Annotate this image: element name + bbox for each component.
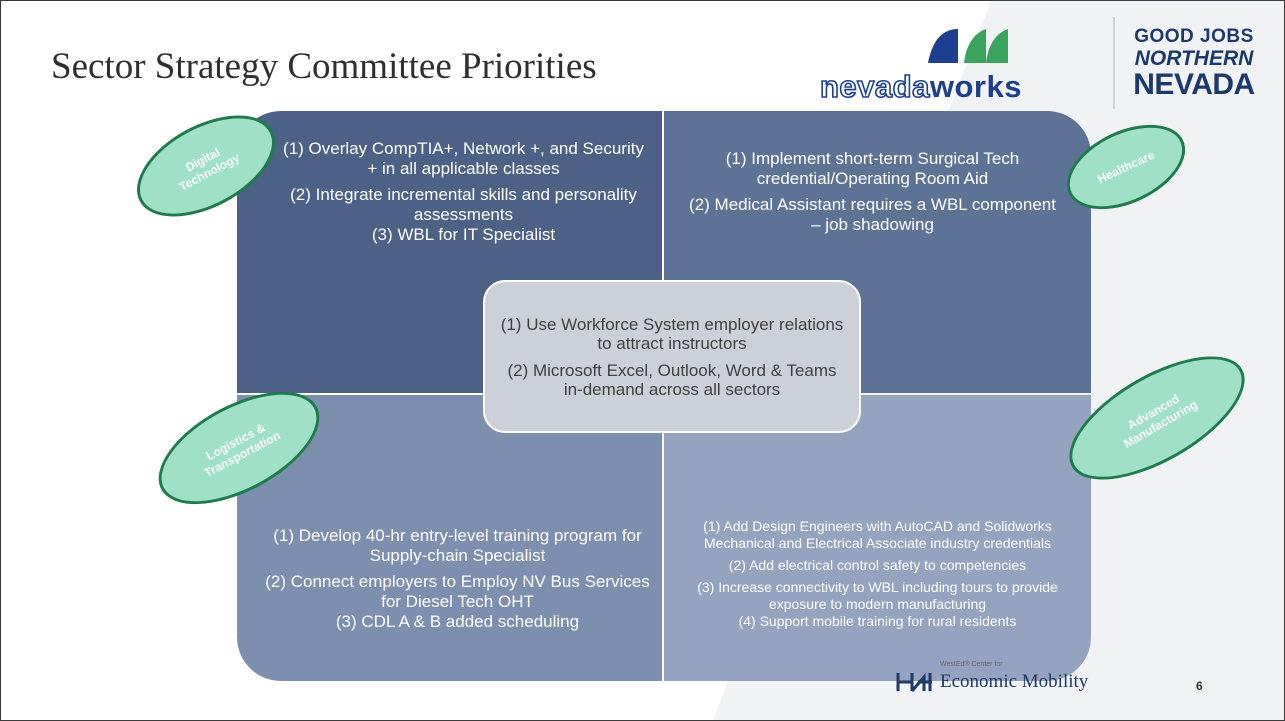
healthcare-item-1: (1) Implement short-term Surgical Tech c… (725, 149, 1020, 188)
logistics-item-3: (3) CDL A & B added scheduling (335, 612, 580, 631)
digital-item-3: (3) WBL for IT Specialist (371, 225, 556, 244)
advanced-item-2: (2) Add electrical control safety to com… (728, 557, 1027, 573)
cross-sector-box: (1) Use Workforce System employer relati… (483, 280, 861, 433)
logo-divider (1113, 17, 1115, 109)
nevadaworks-logo: nevadaworks (816, 21, 1096, 111)
economic-mobility-mark-icon (896, 672, 932, 692)
cross-sector-item-2: (2) Microsoft Excel, Outlook, Word & Tea… (507, 360, 837, 399)
nevadaworks-wordmark: nevadaworks (819, 68, 1022, 105)
logistics-transportation-quadrant: (1) Develop 40-hr entry-level training p… (237, 395, 662, 681)
nevadaworks-mark-icon (928, 29, 1008, 63)
logistics-item-2: (2) Connect employers to Employ NV Bus S… (265, 572, 650, 611)
economic-mobility-wordmark: Economic Mobility (940, 671, 1089, 692)
advanced-item-4: (4) Support mobile training for rural re… (738, 613, 1017, 629)
digital-item-1: (1) Overlay CompTIA+, Network +, and Sec… (283, 139, 644, 178)
cross-sector-item-1: (1) Use Workforce System employer relati… (500, 314, 844, 353)
page-number: 6 (1196, 679, 1203, 693)
advanced-item-3: (3) Increase connectivity to WBL includi… (697, 579, 1058, 612)
logistics-item-1: (1) Develop 40-hr entry-level training p… (273, 526, 642, 565)
good-jobs-northern-nevada-logo: GOOD JOBS NORTHERN NEVADA (1133, 26, 1255, 101)
healthcare-item-2: (2) Medical Assistant requires a WBL com… (689, 195, 1056, 234)
advanced-manufacturing-quadrant: (1) Add Design Engineers with AutoCAD an… (664, 395, 1091, 681)
slide-title: Sector Strategy Committee Priorities (51, 46, 597, 87)
economic-mobility-logo: WestEd® Center for Economic Mobility (896, 661, 1156, 701)
advanced-item-1: (1) Add Design Engineers with AutoCAD an… (703, 518, 1052, 551)
economic-mobility-tagline: WestEd® Center for (940, 661, 1003, 668)
digital-item-2: (2) Integrate incremental skills and per… (290, 185, 637, 224)
